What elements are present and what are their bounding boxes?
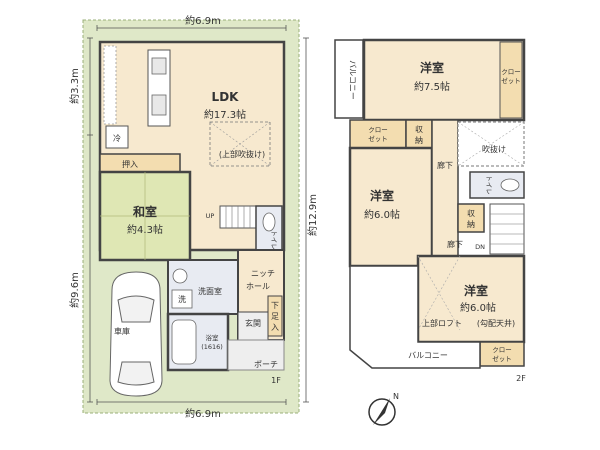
storage-mid: [457, 203, 485, 233]
room2-name: 洋室: [370, 188, 394, 203]
garage-label: 車庫: [114, 326, 130, 336]
ldk-name: LDK: [212, 90, 240, 104]
room3-size: 約6.0帖: [460, 301, 496, 314]
room1: [362, 38, 526, 122]
room3-loft: 上部ロフト: [422, 318, 462, 328]
balcony-bottom-label: バルコニー: [408, 351, 448, 360]
tatami-lines: [100, 172, 190, 260]
ldk-size: 約17.3帖: [204, 108, 246, 121]
dim-right-depth: 約12.9m: [306, 194, 319, 236]
shoe-storage-2: 足: [271, 312, 279, 321]
genkan: [237, 311, 269, 341]
room1-size: 約7.5帖: [414, 80, 450, 93]
shoe-storage-3: 入: [271, 323, 279, 332]
fridge-space: [105, 125, 129, 149]
storage-top-2: 納: [415, 135, 423, 145]
ldk-void: [209, 121, 271, 167]
dim-bottom-width: 約6.9m: [185, 407, 221, 420]
storage-mid-2: 納: [467, 219, 475, 229]
genkan-label: 玄関: [245, 318, 261, 328]
compass-icon: [368, 398, 396, 426]
closet-left-2: ゼット: [368, 134, 388, 143]
hallway-top-label: 廊下: [437, 160, 453, 170]
ldk-void-label: (上部吹抜け): [219, 149, 265, 159]
kitchen-back-shelf: [103, 45, 117, 125]
floor2-label: 2F: [516, 374, 526, 383]
room1-name: 洋室: [420, 60, 444, 75]
kitchen-sink: [151, 94, 167, 116]
hall-label: ホール: [246, 282, 270, 291]
room2: [348, 146, 434, 268]
washroom-label: 洗面室: [198, 286, 222, 296]
closet-bottom: [479, 341, 525, 367]
dim-left-top: 約3.3m: [68, 68, 81, 104]
dim-left-bottom: 約9.6m: [68, 272, 81, 308]
porch-label: ポーチ: [254, 360, 278, 369]
room2-size: 約6.0帖: [364, 208, 400, 221]
room3: [416, 254, 526, 344]
shoe-storage-1: 下: [271, 301, 279, 310]
stairs-dn-label: DN: [475, 243, 485, 251]
fukinuke-2f: [457, 121, 525, 167]
stairs-up-label: UP: [206, 212, 215, 220]
hallway-2f: [431, 119, 459, 267]
oshiire: [99, 153, 181, 173]
bath-name: 浴室: [206, 333, 220, 342]
toilet-2f-label: トイレ: [485, 175, 493, 195]
niche-label: ニッチ: [251, 269, 275, 278]
dim-top-width: 約6.9m: [185, 14, 221, 27]
dimension-lines-1f: [87, 25, 309, 405]
washitsu-name: 和室: [132, 204, 157, 219]
closet-right-2: ゼット: [501, 76, 521, 85]
toilet-1f-label: トイレ: [270, 230, 278, 250]
washer-label: 洗: [178, 294, 186, 304]
balcony-top-label: バルコニー: [348, 60, 357, 100]
stairs-2f: [489, 203, 525, 255]
storage-top-1: 収: [415, 124, 423, 134]
porch: [227, 339, 285, 371]
room3-name: 洋室: [464, 283, 488, 298]
car-icon: [109, 271, 163, 397]
balcony-bottom: [349, 265, 481, 369]
floor1-label: 1F: [271, 376, 281, 385]
closet-bottom-2: ゼット: [492, 354, 512, 363]
closet-right: [499, 41, 523, 119]
closet-left-1: クロー: [368, 126, 388, 134]
fridge-label: 冷: [113, 133, 121, 143]
compass-label: N: [393, 392, 399, 401]
bath-size: (1616): [201, 343, 223, 351]
shoe-storage: [267, 295, 283, 337]
room3-note: (勾配天井): [477, 318, 515, 328]
kitchen-stove: [151, 57, 167, 75]
fukinuke-label: 吹抜け: [482, 144, 506, 154]
washitsu-size: 約4.3帖: [127, 223, 163, 236]
hallway-bottom-label: 廊下: [447, 239, 463, 249]
closet-left: [349, 119, 407, 149]
storage-mid-1: 収: [467, 208, 475, 218]
closet-bottom-1: クロー: [492, 346, 512, 354]
oshiire-label: 押入: [122, 159, 138, 169]
closet-right-1: クロー: [501, 68, 521, 76]
